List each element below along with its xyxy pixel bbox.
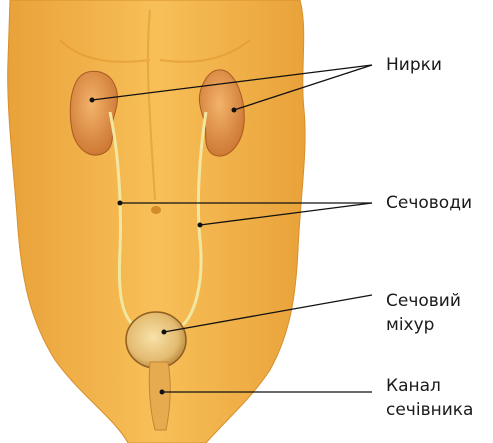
navel [151,206,161,214]
label-urethra-line2: сечівника [386,399,473,421]
label-bladder-line2: міхур [386,314,434,336]
urethra-organ [149,362,170,430]
label-urethra-line1: Канал [386,375,441,397]
label-bladder-line1: Сечовий [386,290,461,312]
label-kidneys: Нирки [386,54,442,76]
label-ureters: Сечоводи [386,192,472,214]
bladder [126,312,186,368]
